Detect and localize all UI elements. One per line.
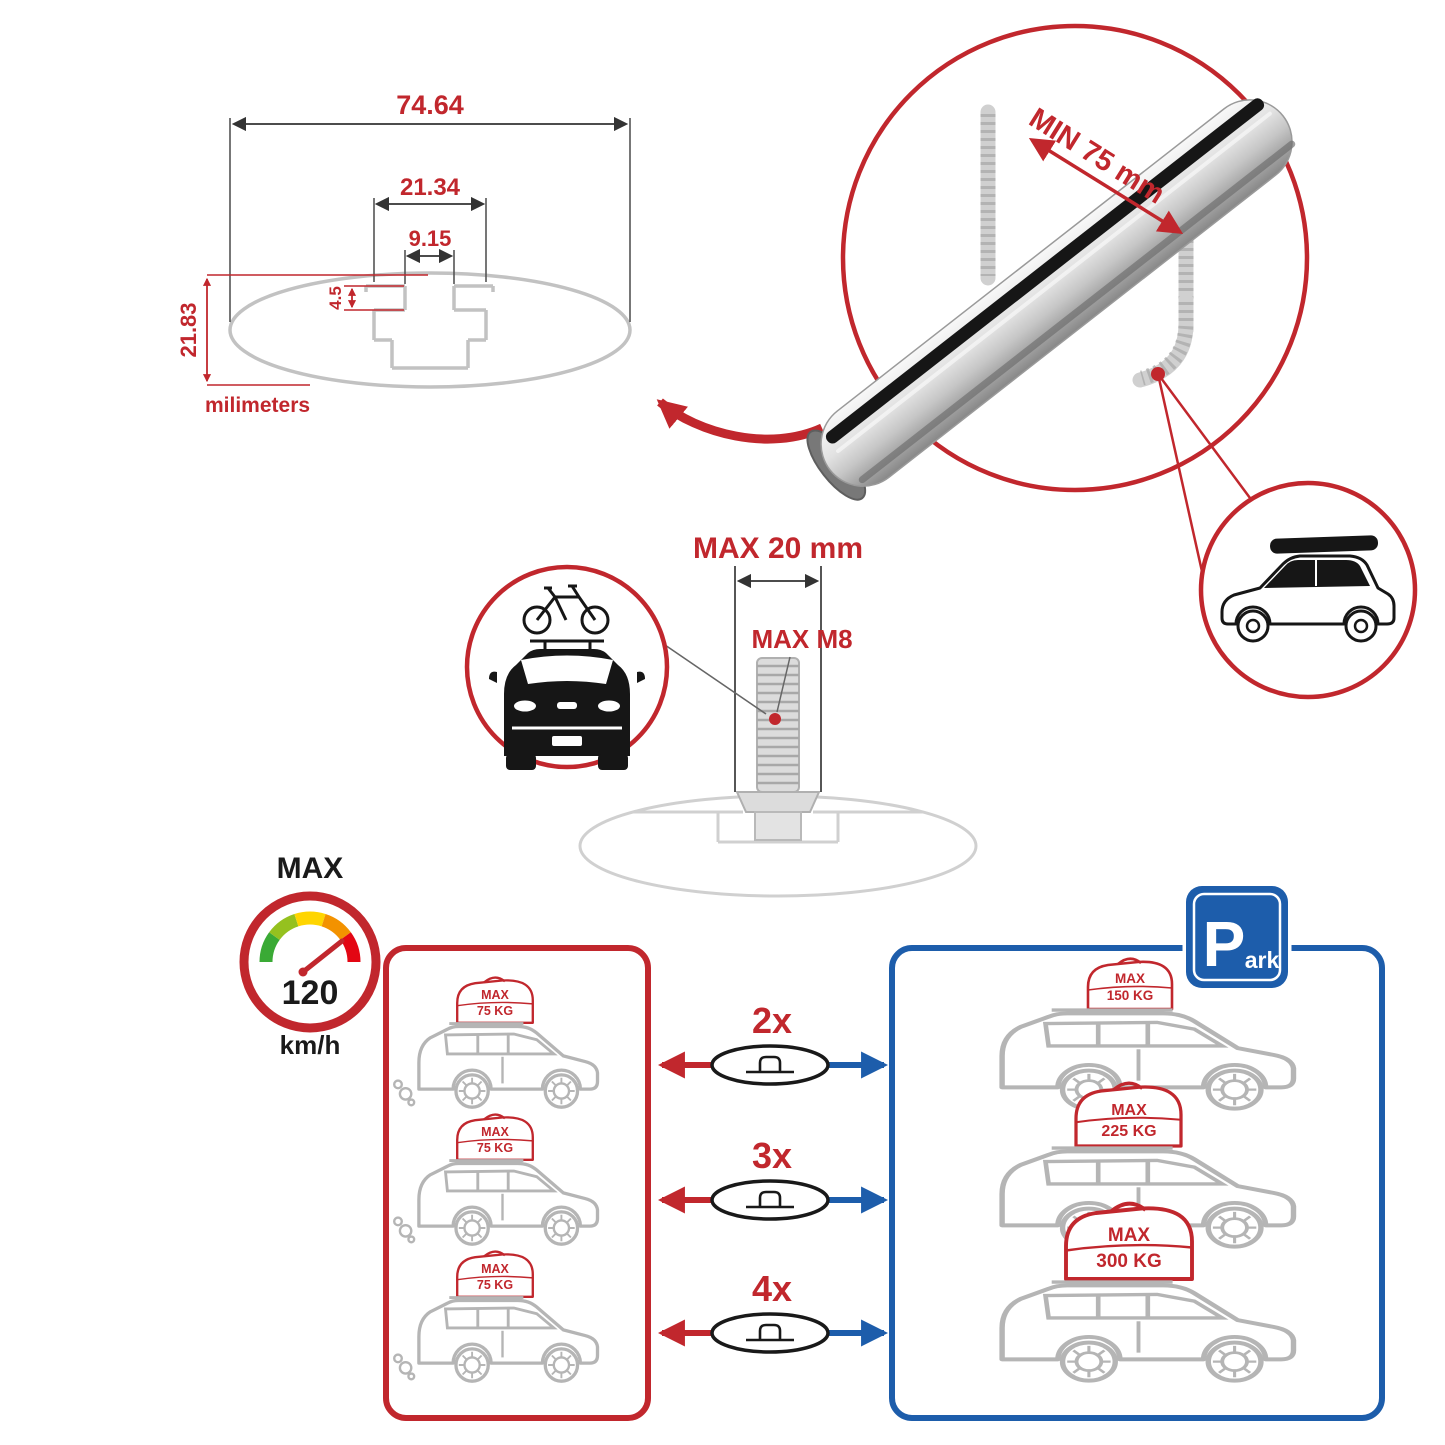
unit-label: milimeters: [205, 394, 310, 417]
count-label-2x: 2x: [752, 1000, 792, 1041]
thread-leader-line: [776, 656, 791, 713]
parked-row-3: MAX 300 KG: [1002, 1201, 1293, 1381]
count-label-4x: 4x: [752, 1268, 792, 1309]
dim-extension-lines-depth: [344, 285, 404, 311]
dim-total-width-label: 74.64: [396, 90, 464, 120]
bag-max-label: MAX: [1108, 1225, 1151, 1246]
bag-weight-label: 150 KG: [1107, 988, 1154, 1003]
bar-cross-section-icon: [710, 1044, 830, 1086]
bolt-length-label: MAX 20 mm: [693, 532, 863, 565]
dim-extension-lines-height: [207, 274, 428, 386]
bag-max-label: MAX: [1111, 1102, 1147, 1119]
driving-row-2: MAX 75 KG: [393, 1113, 597, 1245]
red-panel-border: [383, 945, 651, 1421]
park-sign-inner-border: [1192, 892, 1282, 982]
bag-weight-label: 75 KG: [477, 1278, 513, 1292]
bag-max-label: MAX: [481, 1262, 509, 1276]
grille: [557, 702, 577, 709]
t-bolt: [735, 657, 821, 841]
pointer-arrow-bar-to-drawing: [656, 398, 824, 444]
cross-section-drawing: 74.64 21.34 9.15 4.5 21.83 milimeters: [176, 90, 824, 444]
driving-load-panel: MAX 75 KG MAX 75 KG MAX 75 KG: [383, 945, 651, 1421]
bike-icon: [535, 584, 597, 621]
bag-weight-label: 75 KG: [477, 1141, 513, 1155]
headlight-left: [514, 700, 536, 712]
dim-profile-height-label: 21.83: [176, 302, 201, 357]
headlight-right: [598, 700, 620, 712]
dim-line-min-gap: [1028, 138, 1184, 234]
car-illustration: [393, 1024, 597, 1108]
dim-slot-depth-label: 4.5: [326, 286, 345, 310]
bolt-detail: MAX 20 mm MAX M8: [578, 532, 978, 898]
speed-unit: km/h: [280, 1030, 341, 1060]
gauge-needle: [300, 938, 345, 975]
roof-rack-bar: [530, 639, 604, 649]
blue-panel-border: [889, 945, 1385, 1421]
thread-leader-dot: [769, 713, 781, 725]
leader-lines-to-car: [1156, 373, 1252, 577]
bike-car-callout: [464, 564, 670, 770]
count-label-3x: 3x: [752, 1135, 792, 1176]
bag-weight-label: 75 KG: [477, 1004, 513, 1018]
driving-row-1: MAX 75 KG: [393, 976, 597, 1108]
speed-max-label: MAX: [277, 852, 344, 885]
bolt-t-head: [754, 811, 802, 841]
park-sign-plate: [1182, 882, 1292, 992]
bolt-flange: [735, 791, 821, 813]
crossbar-count-arrows: 2x 3x 4x: [657, 1000, 889, 1354]
gauge-arc: [259, 911, 361, 963]
bolt-thread-label: MAX M8: [751, 624, 852, 654]
circle-leader-line: [664, 644, 767, 715]
bar-cross-section-icon: [710, 1179, 830, 1221]
license-plate: [552, 736, 582, 746]
dim-cavity-width-label: 21.34: [400, 174, 461, 201]
parked-load-panel: MAX 150 KG MAX 225 KG MAX 300 KG P ark: [889, 882, 1385, 1421]
car-front-with-bike: [489, 584, 645, 770]
park-sign: P ark: [1182, 882, 1292, 992]
bar-cross-section-icon: [710, 1312, 830, 1354]
speed-value: 120: [282, 974, 339, 1012]
roofbox-car-callout: [1198, 480, 1418, 700]
dim-extension-lines-total: [229, 118, 631, 322]
parked-row-2: MAX 225 KG: [1002, 1081, 1293, 1246]
bag-max-label: MAX: [481, 988, 509, 1002]
dim-slot-width-label: 9.15: [409, 226, 452, 251]
bag-weight-label: 300 KG: [1096, 1251, 1161, 1272]
windshield: [521, 655, 613, 684]
park-sign-letter: P: [1203, 908, 1246, 980]
car-illustration: [393, 1298, 597, 1382]
profile-slot-light: [633, 810, 923, 844]
suv-with-roof-box: [1220, 535, 1396, 643]
bag-max-label: MAX: [481, 1125, 509, 1139]
driving-row-3: MAX 75 KG: [393, 1250, 597, 1382]
dim-extension-lines-bolt: [734, 566, 822, 792]
park-sign-suffix: ark: [1245, 947, 1280, 973]
parked-row-1: MAX 150 KG: [1002, 957, 1293, 1109]
roof-box: [1270, 535, 1379, 554]
car-illustration: [1002, 1282, 1293, 1381]
car-illustration: [393, 1161, 597, 1245]
dim-extension-lines-slot: [404, 250, 455, 284]
dim-extension-lines-cavity: [373, 198, 487, 282]
bag-weight-label: 225 KG: [1101, 1123, 1156, 1140]
profile-ellipse: [228, 271, 632, 389]
bar-render-callout: MIN 75 mm: [806, 23, 1310, 577]
speed-limit-gauge: MAX 120 km/h: [239, 852, 381, 1060]
bag-max-label: MAX: [1115, 971, 1145, 986]
